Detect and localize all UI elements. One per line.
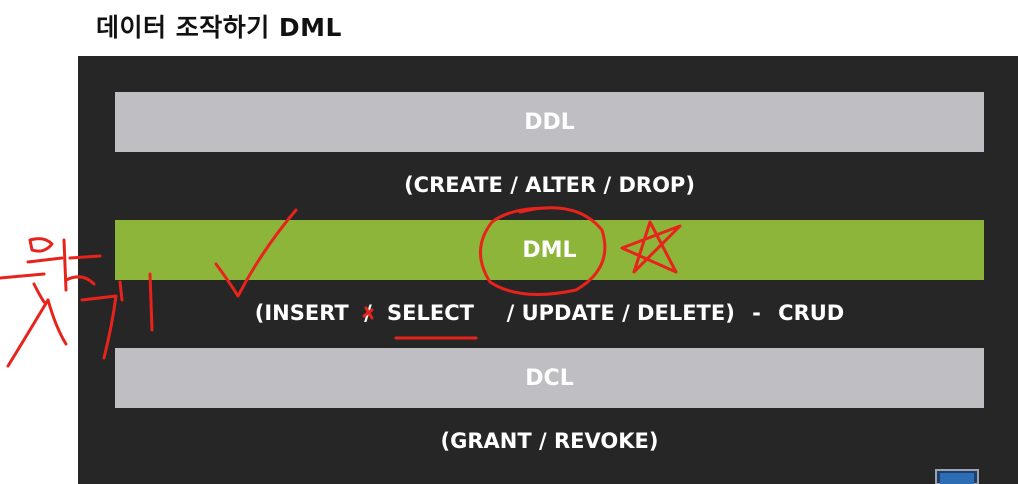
dml-cmd-dash: - — [752, 301, 761, 325]
dml-cmd-sep: / — [364, 301, 372, 325]
dcl-band: DCL — [115, 348, 984, 408]
ddl-band: DDL — [115, 92, 984, 152]
dml-cmd-insert: (INSERT — [254, 301, 349, 325]
ddl-commands: (CREATE / ALTER / DROP) — [404, 173, 695, 197]
slide-panel: DDL (CREATE / ALTER / DROP) DML (INSERT … — [78, 56, 1018, 484]
screen-icon — [935, 469, 979, 484]
dcl-commands: (GRANT / REVOKE) — [440, 429, 659, 453]
page-title: 데이터 조작하기 DML — [96, 13, 342, 42]
dml-label: DML — [522, 237, 577, 263]
dml-band: DML — [115, 220, 984, 280]
dcl-label: DCL — [525, 365, 574, 391]
dml-cmd-select: SELECT — [387, 301, 474, 325]
dml-cmd-rest: / UPDATE / DELETE) — [506, 301, 735, 325]
ddl-label: DDL — [524, 109, 575, 135]
dml-commands: (INSERT / SELECT / UPDATE / DELETE) - CR… — [115, 301, 984, 325]
dml-cmd-crud: CRUD — [778, 301, 845, 325]
